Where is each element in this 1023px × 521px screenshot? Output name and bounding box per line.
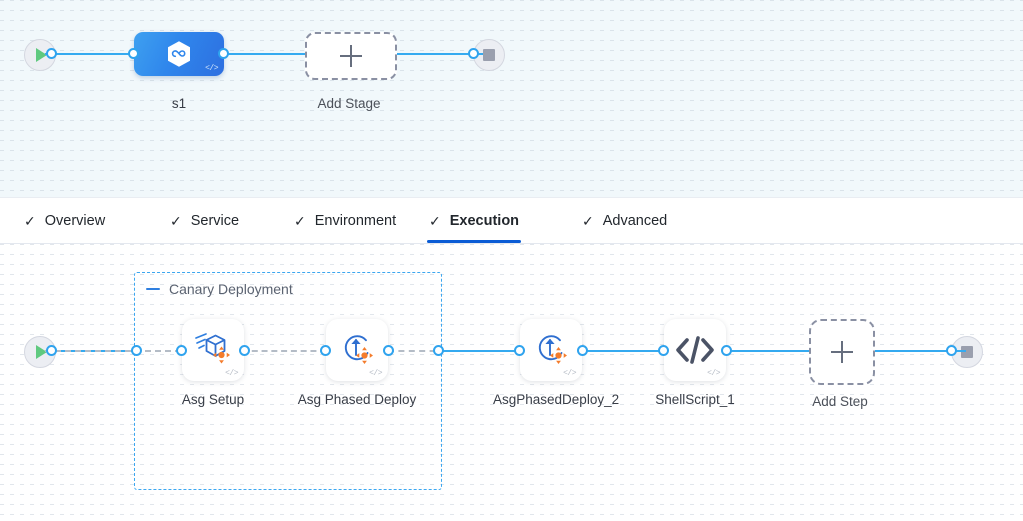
tab-advanced[interactable]: ✓ Advanced	[580, 198, 669, 243]
step-asg-setup-in-dot[interactable]	[176, 345, 187, 356]
add-stage-button[interactable]	[305, 32, 397, 80]
step-connector-3	[724, 349, 816, 352]
tab-overview[interactable]: ✓ Overview	[22, 198, 107, 243]
play-triangle-icon	[36, 48, 47, 62]
step-node-label: Asg Phased Deploy	[297, 392, 417, 407]
step-group-header[interactable]: Canary Deployment	[146, 281, 293, 297]
step-code-badge: </>	[225, 369, 238, 378]
add-step-label: Add Step	[812, 394, 868, 409]
asg-phased-deploy-icon	[344, 335, 373, 364]
asg-phased-deploy-icon	[538, 335, 567, 364]
stage-connector-middle	[215, 52, 315, 55]
step-code-badge: </>	[707, 369, 720, 378]
step-shellscript1-in-dot[interactable]	[658, 345, 669, 356]
step-connector-dashed-1	[45, 350, 191, 352]
step-asg-phased-out-dot[interactable]	[383, 345, 394, 356]
step-node-label: Asg Setup	[181, 392, 245, 407]
step-node-asgphaseddeploy-2[interactable]: </>	[520, 319, 582, 381]
step-asgphaseddeploy2-out-dot[interactable]	[577, 345, 588, 356]
tab-label: Service	[190, 212, 240, 229]
tab-label: Environment	[314, 212, 397, 229]
stage-canvas[interactable]: </> s1 Add Stage	[0, 0, 1023, 198]
stage-node-s1[interactable]: </>	[134, 32, 224, 76]
step-shellscript1-out-dot[interactable]	[721, 345, 732, 356]
stage-node-in-dot[interactable]	[128, 48, 139, 59]
collapse-dash-icon[interactable]	[146, 287, 160, 291]
check-icon: ✓	[429, 212, 441, 229]
step-code-badge: </>	[369, 369, 382, 378]
stop-square-icon	[483, 49, 495, 61]
step-node-shellscript-1[interactable]: </>	[664, 319, 726, 381]
stage-node-out-dot[interactable]	[218, 48, 229, 59]
plus-icon	[831, 341, 853, 363]
tab-label: Advanced	[602, 212, 668, 229]
step-group-canary-deployment[interactable]	[134, 272, 442, 490]
stop-square-icon	[961, 346, 973, 358]
step-code-badge: </>	[563, 369, 576, 378]
stage-end-connector-dot[interactable]	[468, 48, 479, 59]
plus-icon	[340, 45, 362, 67]
tab-underline	[292, 240, 398, 243]
tab-service[interactable]: ✓ Service	[168, 198, 241, 243]
step-asgphaseddeploy2-in-dot[interactable]	[514, 345, 525, 356]
check-icon: ✓	[582, 212, 594, 229]
check-icon: ✓	[294, 212, 306, 229]
tab-underline	[580, 240, 669, 243]
stage-node-label: s1	[171, 96, 187, 111]
stage-code-badge: </>	[205, 64, 218, 73]
tab-underline	[22, 240, 107, 243]
tab-label: Execution	[449, 212, 520, 229]
stage-config-tabbar: ✓ Overview ✓ Service ✓ Environment ✓ Exe…	[0, 198, 1023, 244]
step-node-asg-setup[interactable]: </>	[182, 319, 244, 381]
step-start-connector-dot[interactable]	[46, 345, 57, 356]
execution-steps-canvas[interactable]: Canary Deployment	[0, 244, 1023, 521]
asg-setup-box-icon	[195, 333, 230, 364]
shell-script-code-icon	[676, 336, 714, 364]
step-group-in-dot[interactable]	[131, 345, 142, 356]
step-end-connector-dot[interactable]	[946, 345, 957, 356]
play-triangle-icon	[36, 345, 47, 359]
stage-start-connector-dot[interactable]	[46, 48, 57, 59]
tab-execution[interactable]: ✓ Execution	[427, 198, 522, 243]
tab-underline	[427, 240, 522, 243]
step-asg-setup-out-dot[interactable]	[239, 345, 250, 356]
step-group-title: Canary Deployment	[169, 281, 293, 297]
step-node-asg-phased-deploy[interactable]: </>	[326, 319, 388, 381]
tab-environment[interactable]: ✓ Environment	[292, 198, 398, 243]
step-node-label: AsgPhasedDeploy_2	[493, 392, 620, 407]
add-step-button[interactable]	[809, 319, 875, 385]
tab-label: Overview	[44, 212, 106, 229]
check-icon: ✓	[170, 212, 182, 229]
step-node-label: ShellScript_1	[655, 392, 735, 407]
step-asg-phased-in-dot[interactable]	[320, 345, 331, 356]
tab-underline	[168, 240, 241, 243]
step-group-out-dot[interactable]	[433, 345, 444, 356]
hexagon-infinity-icon	[168, 41, 190, 67]
step-end-node[interactable]	[951, 336, 983, 368]
add-stage-label: Add Stage	[317, 96, 381, 111]
check-icon: ✓	[24, 212, 36, 229]
